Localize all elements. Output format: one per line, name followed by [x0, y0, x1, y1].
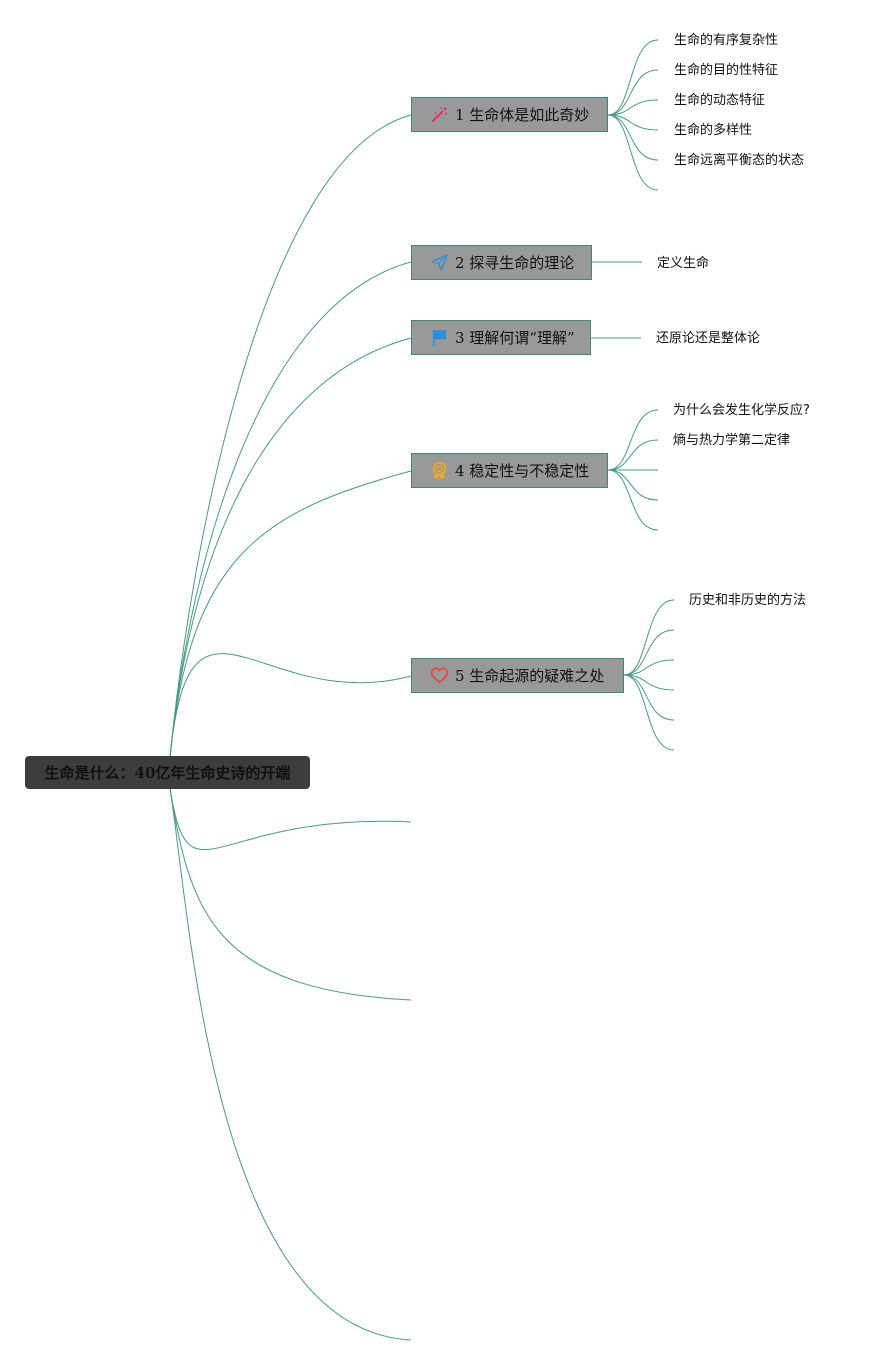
subtopic-label[interactable]: 生命的目的性特征	[674, 63, 779, 78]
flag-icon	[432, 329, 447, 347]
subtopic-connector	[607, 409, 659, 471]
topic-node-4[interactable]: 4 稳定性与不稳定性	[411, 453, 608, 488]
subtopic-connector	[623, 674, 675, 721]
topic-label: 4 稳定性与不稳定性	[455, 462, 590, 480]
subtopic-connector	[607, 469, 659, 501]
root-connector	[169, 337, 412, 758]
subtopic-connector	[623, 599, 675, 676]
root-label: 生命是什么：40亿年生命史诗的开端	[44, 764, 291, 782]
medal-icon	[432, 461, 447, 480]
topic-node-2[interactable]: 2 探寻生命的理论	[411, 245, 592, 280]
topic-node-3[interactable]: 3 理解何谓“理解”	[411, 320, 591, 355]
root-node[interactable]: 生命是什么：40亿年生命史诗的开端	[25, 756, 310, 789]
topic-label: 5 生命起源的疑难之处	[455, 667, 605, 685]
connector-lines	[169, 39, 675, 1341]
subtopic-connector	[607, 99, 659, 116]
topic-node-5[interactable]: 5 生命起源的疑难之处	[411, 658, 624, 693]
subtopic-label[interactable]: 生命的有序复杂性	[674, 33, 779, 48]
subtopic-connector	[623, 674, 675, 751]
root-connector	[169, 261, 412, 758]
subtopic-label[interactable]: 生命的动态特征	[674, 93, 766, 108]
subtopic-label[interactable]: 还原论还是整体论	[656, 331, 761, 346]
subtopic-connector	[623, 629, 675, 676]
subtopic-connector	[607, 114, 659, 191]
paper-plane-icon	[431, 254, 448, 271]
root-connector-empty	[169, 788, 412, 1341]
subtopic-label[interactable]: 熵与热力学第二定律	[673, 433, 791, 448]
subtopic-connector	[607, 114, 659, 161]
root-connector	[169, 470, 412, 758]
subtopic-connector	[607, 114, 659, 131]
subtopic-connector	[607, 439, 659, 471]
magic-wand-icon	[431, 106, 448, 123]
topic-label: 3 理解何谓“理解”	[455, 329, 575, 347]
root-connector	[169, 114, 412, 758]
root-connector	[169, 653, 412, 758]
subtopic-connector	[623, 674, 675, 691]
subtopic-label[interactable]: 定义生命	[657, 256, 710, 271]
subtopic-connector	[607, 469, 659, 531]
subtopic-connector	[607, 39, 659, 116]
heart-icon	[430, 667, 449, 684]
subtopic-label[interactable]: 历史和非历史的方法	[689, 593, 807, 608]
subtopic-connector	[607, 69, 659, 116]
subtopic-label[interactable]: 生命的多样性	[674, 123, 753, 138]
subtopic-label[interactable]: 生命远离平衡态的状态	[674, 153, 805, 168]
topic-node-1[interactable]: 1 生命体是如此奇妙	[411, 97, 608, 132]
topic-label: 2 探寻生命的理论	[455, 254, 575, 272]
root-connector-empty	[169, 788, 412, 1001]
root-connector-empty	[169, 788, 412, 851]
subtopic-label[interactable]: 为什么会发生化学反应?	[673, 403, 810, 418]
topic-label: 1 生命体是如此奇妙	[455, 106, 590, 124]
subtopic-connector	[623, 659, 675, 676]
